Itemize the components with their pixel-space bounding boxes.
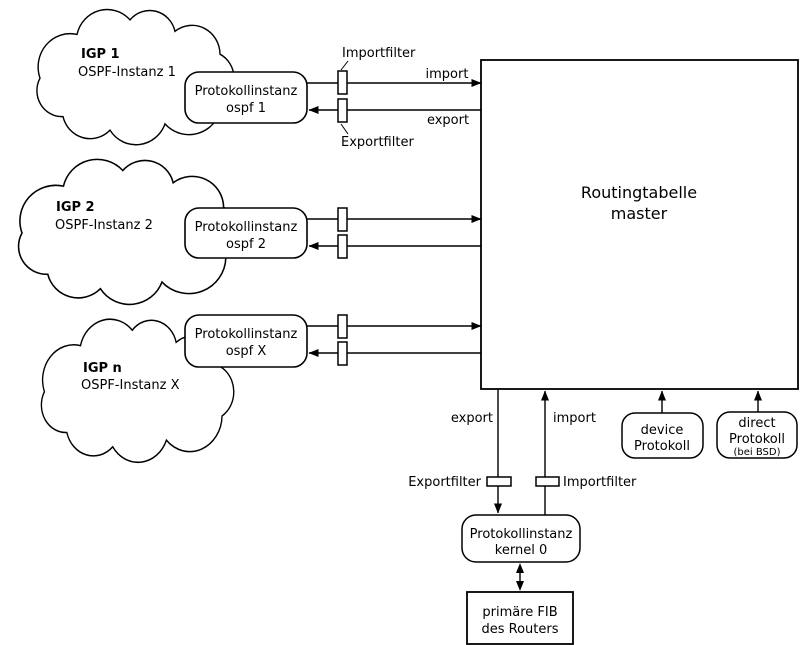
cloud-3-subtitle: OSPF-Instanz X: [81, 378, 180, 393]
importfilter-top-label: Importfilter: [342, 46, 416, 61]
direct-label-line2: Protokoll: [729, 432, 785, 447]
kernel-fib-arrow-down: [516, 581, 524, 591]
fib-label-line2: des Routers: [481, 622, 558, 637]
routing-table-box: [480, 59, 799, 390]
ospf3-label-line1: Protokollinstanz: [195, 327, 298, 342]
fib-box: [466, 591, 574, 645]
protocol-box-ospf-x: [184, 314, 308, 368]
ospf1-label-line2: ospf 1: [226, 101, 266, 116]
kernel-label-line1: Protokollinstanz: [470, 527, 573, 542]
ospf1-import-filter-icon: [337, 70, 348, 95]
exportfilter-top-label: Exportfilter: [341, 135, 414, 150]
kernel-import-filter-icon: [535, 476, 560, 487]
importfilter-callout-line: [340, 60, 349, 71]
import-top-label: import: [426, 67, 469, 82]
routing-table-title-line1: Routingtabelle: [581, 183, 697, 202]
cloud-1-title: IGP 1: [81, 47, 120, 62]
direct-label-line1: direct: [738, 416, 775, 431]
kernel-label-line2: kernel 0: [495, 543, 547, 558]
kernel-export-filter-icon: [486, 476, 512, 487]
device-label-line1: device: [641, 423, 684, 438]
device-protocol-box: [621, 412, 704, 459]
exportfilter-callout-line: [340, 123, 349, 135]
ospf3-label-line2: ospf X: [226, 344, 267, 359]
ospf1-export-filter-icon: [337, 98, 348, 123]
cloud-1-subtitle: OSPF-Instanz 1: [78, 65, 176, 80]
protocol-box-ospf-1: [184, 71, 308, 124]
ospf3-import-filter-icon: [337, 314, 348, 339]
device-label-line2: Protokoll: [634, 439, 690, 454]
cloud-2-title: IGP 2: [56, 200, 95, 215]
kernel-fib-arrow-up: [516, 563, 524, 573]
export-bottom-label: export: [451, 411, 493, 426]
ospf2-export-filter-icon: [337, 234, 348, 259]
ospf1-label-line1: Protokollinstanz: [195, 84, 298, 99]
ospf2-label-line2: ospf 2: [226, 237, 266, 252]
routing-table-title-line2: master: [611, 204, 668, 223]
fib-label-line1: primäre FIB: [482, 605, 557, 620]
import-bottom-label: import: [553, 411, 596, 426]
direct-label-line3: (bei BSD): [734, 447, 781, 458]
ospf3-export-filter-icon: [337, 341, 348, 366]
ospf2-label-line1: Protokollinstanz: [195, 220, 298, 235]
export-top-label: export: [427, 113, 469, 128]
protocol-box-ospf-2: [184, 207, 308, 259]
kernel-protocol-box: [461, 514, 581, 563]
exportfilter-bottom-label: Exportfilter: [408, 475, 481, 490]
cloud-2-subtitle: OSPF-Instanz 2: [55, 218, 153, 233]
ospf2-import-filter-icon: [337, 207, 348, 232]
direct-protocol-box: [716, 411, 798, 459]
importfilter-bottom-label: Importfilter: [563, 475, 637, 490]
cloud-3-title: IGP n: [83, 361, 122, 376]
